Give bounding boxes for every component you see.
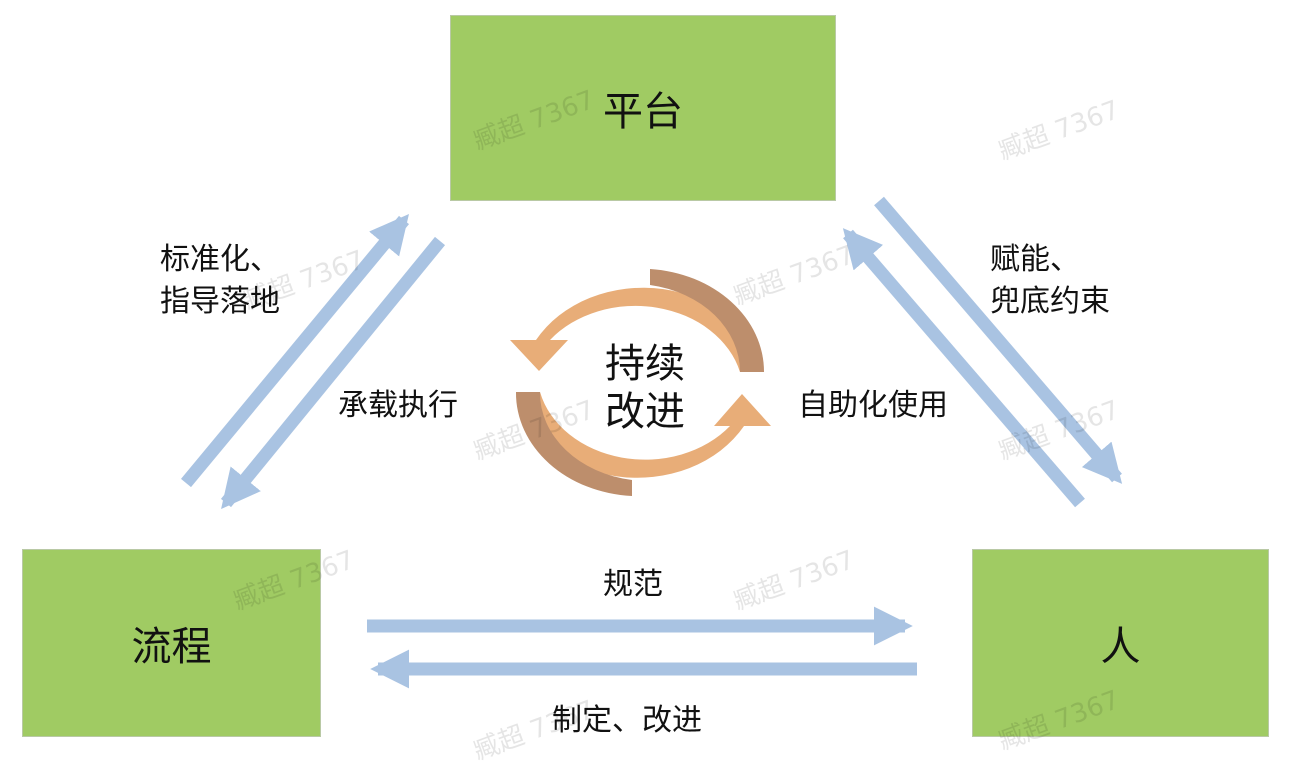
cycle-top-shade — [650, 269, 765, 372]
arrow-platform-to-process — [220, 236, 446, 510]
label-standardize: 标准化、 指导落地 — [160, 239, 280, 323]
label-standardize-line2: 指导落地 — [160, 284, 280, 319]
process-node: 流程 — [22, 549, 321, 737]
arrow-platform-to-people — [874, 196, 1123, 484]
people-label: 人 — [1100, 624, 1141, 670]
process-label: 流程 — [131, 624, 212, 670]
center-continuous-improvement: 持续 改进 — [545, 340, 745, 436]
platform-label: 平台 — [603, 89, 683, 135]
platform-node: 平台 — [450, 15, 836, 201]
arrow-process-to-platform — [180, 213, 410, 488]
cycle-bottom-shade — [515, 392, 632, 496]
label-define-improve: 制定、改进 — [552, 703, 702, 738]
cycle-top-arrow — [510, 287, 764, 372]
people-node: 人 — [972, 549, 1269, 737]
label-self-service: 自助化使用 — [798, 388, 948, 423]
label-carry-out: 承载执行 — [338, 388, 458, 423]
label-standardize-line1: 标准化、 — [160, 242, 280, 277]
label-empower-line2: 兜底约束 — [990, 284, 1110, 319]
label-empower-line1: 赋能、 — [990, 242, 1080, 277]
label-empower: 赋能、 兜底约束 — [990, 239, 1110, 323]
center-line1: 持续 — [605, 341, 685, 387]
label-regulate: 规范 — [603, 567, 663, 602]
center-line2: 改进 — [605, 389, 685, 435]
arrow-people-to-platform — [842, 228, 1085, 508]
cycle-bottom-arrow — [516, 392, 771, 478]
